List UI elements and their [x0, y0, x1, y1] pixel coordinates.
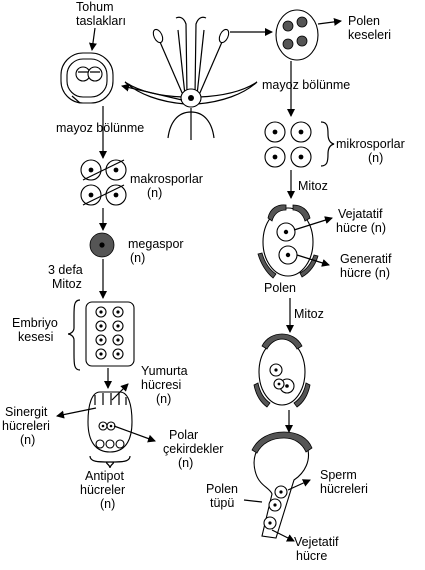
label-vejetatif-1: Vejatatif — [338, 207, 383, 221]
label-polen-keseleri-1: Polen — [348, 14, 380, 28]
label-yumurta-2: hücresi — [141, 378, 181, 392]
makrospor-cells — [80, 159, 127, 206]
embriyo-kesesi — [85, 301, 135, 367]
label-antipot-2: hücreler — [80, 483, 125, 497]
label-vejetatif-2: hücre (n) — [336, 221, 386, 235]
label-tohum-1: Tohum — [76, 0, 114, 14]
label-mitoz-1: Mitoz — [298, 179, 328, 193]
label-polar-2: çekirdekler — [163, 442, 223, 456]
label-antipot-3: (n) — [100, 497, 115, 511]
flower-illustration — [124, 16, 258, 140]
label-tohum-2: taslakları — [76, 14, 126, 28]
label-yumurta-3: (n) — [156, 392, 171, 406]
label-makrosporlar-2: (n) — [147, 186, 162, 200]
label-megaspor-2: (n) — [130, 251, 145, 265]
label-polen: Polen — [264, 281, 296, 295]
mikrospor-cells — [264, 121, 312, 168]
label-polar-3: (n) — [178, 456, 193, 470]
label-sperm-2: hücreleri — [320, 482, 368, 496]
label-mitoz-2: Mitoz — [294, 307, 324, 321]
label-sperm-1: Sperm — [320, 468, 357, 482]
label-generatif-1: Generatif — [340, 252, 392, 266]
polen-tupu-illustration — [251, 431, 313, 539]
label-mikrosporlar-2: (n) — [368, 151, 383, 165]
label-makrosporlar-1: makrosporlar — [130, 172, 203, 186]
olgun-embriyo-kesesi — [87, 391, 133, 453]
polen-tanesi — [257, 204, 319, 279]
megaspor-cell — [89, 232, 115, 258]
label-embriyo-2: kesesi — [18, 330, 53, 344]
label-mayoz-left: mayoz bölünme — [56, 121, 144, 135]
label-mikrosporlar-1: mikrosporlar — [336, 137, 405, 151]
polen-kesesi — [275, 9, 319, 61]
label-sinergit-3: (n) — [20, 433, 35, 447]
label-yumurta-1: Yumurta — [141, 364, 188, 378]
label-megaspor-1: megaspor — [128, 237, 184, 251]
label-generatif-2: hücre (n) — [340, 266, 390, 280]
label-3-defa: 3 defa — [48, 263, 83, 277]
label-polen-tupu-2: tüpü — [210, 496, 234, 510]
label-vejetatif-b-1: Vejetatif — [294, 535, 339, 549]
label-mayoz-right: mayoz bölünme — [262, 78, 350, 92]
label-polen-keseleri-2: keseleri — [348, 28, 391, 42]
label-3-defa-mitoz: Mitoz — [52, 277, 82, 291]
label-vejetatif-b-2: hücre — [296, 549, 327, 563]
label-sinergit-2: hücreleri — [2, 419, 50, 433]
ovule-illustration — [60, 52, 114, 104]
label-polen-tupu-1: Polen — [206, 482, 238, 496]
label-polar-1: Polar — [169, 428, 198, 442]
label-embriyo-1: Embriyo — [12, 316, 58, 330]
polen-uc-hucre — [253, 333, 311, 408]
label-sinergit-1: Sinergit — [5, 405, 48, 419]
label-antipot-1: Antipot — [85, 469, 124, 483]
